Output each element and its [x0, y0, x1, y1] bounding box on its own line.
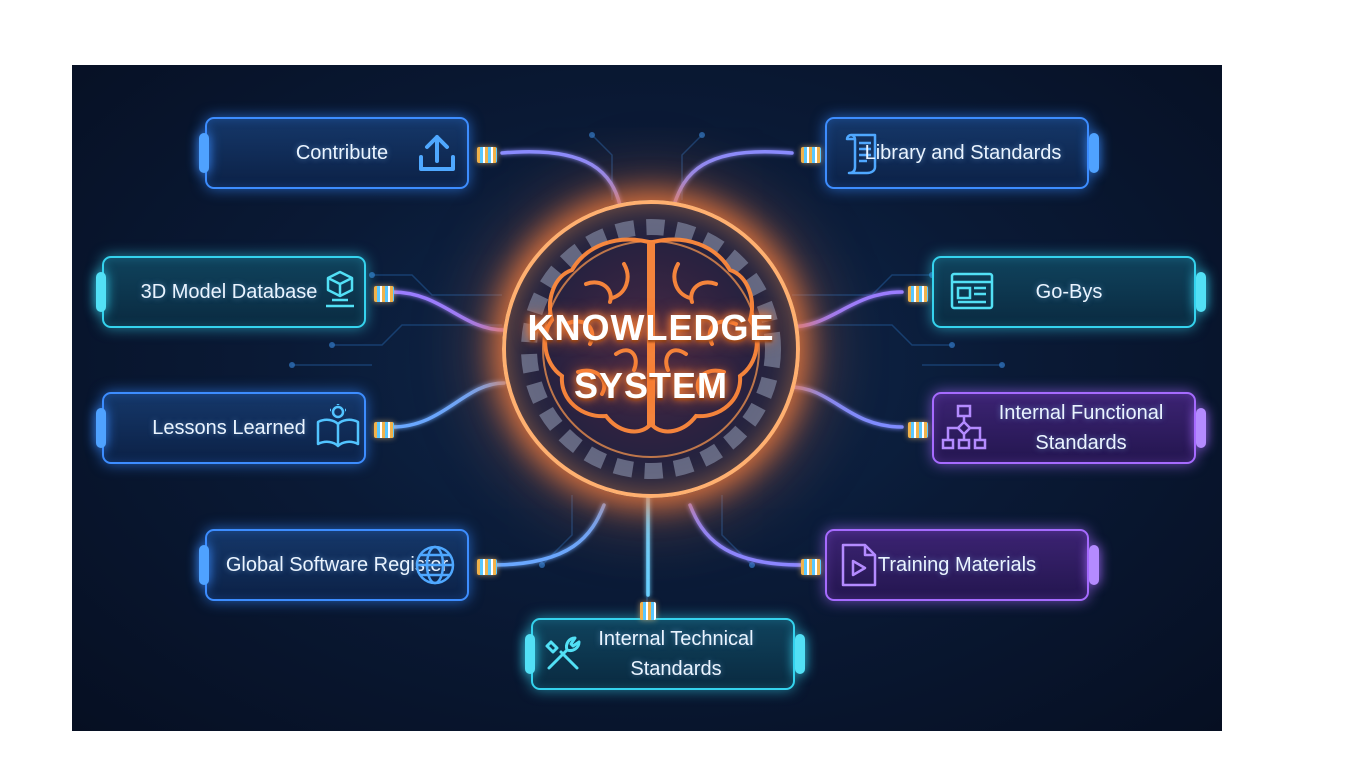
module-endcap — [199, 545, 209, 585]
cable-connector — [801, 147, 821, 163]
module-label: Internal Functional Standards — [970, 398, 1192, 458]
cube-hologram-icon — [316, 266, 364, 314]
connector-wires — [289, 132, 1005, 605]
cable-connector — [908, 286, 928, 302]
module-endcap — [96, 408, 106, 448]
hub-title-line2: SYSTEM — [573, 365, 729, 406]
module-endcap — [1196, 408, 1206, 448]
globe-icon — [411, 541, 459, 589]
module-endcap — [795, 634, 805, 674]
module-global-software-register[interactable]: Global Software Register — [199, 529, 497, 601]
module-label: Lessons Learned — [152, 417, 306, 439]
open-book-lightbulb-icon — [314, 402, 362, 450]
module-go-bys[interactable]: Go-Bys — [908, 256, 1206, 328]
flowchart-icon — [940, 404, 988, 452]
module-endcap — [1089, 133, 1099, 173]
module-label: Contribute — [295, 142, 389, 164]
cable-connector — [801, 559, 821, 575]
module-label: Go-Bys — [1035, 281, 1103, 303]
module-endcap — [525, 634, 535, 674]
module-library-and-standards[interactable]: Library and Standards — [801, 117, 1099, 189]
module-label: 3D Model Database — [140, 281, 318, 303]
module-endcap — [1089, 545, 1099, 585]
module-label-line2: Standards — [630, 658, 722, 680]
module-label: Library and Standards — [864, 142, 1062, 164]
cable-connector — [477, 559, 497, 575]
upload-icon — [413, 129, 461, 177]
cable-connector — [477, 147, 497, 163]
diagram-panel: KNOWLEDGE SYSTEM Contribute 3D Model Dat… — [72, 65, 1222, 731]
module-label-line2: Standards — [1035, 432, 1127, 454]
module-label-line1: Internal Functional — [998, 402, 1164, 424]
brain-gear-icon — [521, 219, 781, 479]
knowledge-system-hub: KNOWLEDGE SYSTEM — [502, 200, 800, 498]
cable-connector — [908, 422, 928, 438]
module-training-materials[interactable]: Training Materials — [801, 529, 1099, 601]
module-label: Global Software Register — [225, 554, 449, 576]
hub-title: KNOWLEDGE SYSTEM — [506, 299, 796, 415]
module-endcap — [199, 133, 209, 173]
module-internal-technical-standards[interactable]: Internal Technical Standards — [525, 602, 805, 690]
module-label: Training Materials — [877, 554, 1037, 576]
cable-connector — [640, 602, 656, 620]
video-file-icon — [835, 541, 883, 589]
hub-title-line1: KNOWLEDGE — [527, 307, 775, 348]
cable-connector — [374, 286, 394, 302]
wrench-screwdriver-icon — [539, 630, 587, 678]
module-contribute[interactable]: Contribute — [199, 117, 497, 189]
module-endcap — [1196, 272, 1206, 312]
browser-window-icon — [948, 268, 996, 316]
module-internal-functional-standards[interactable]: Internal Functional Standards — [908, 392, 1206, 464]
module-endcap — [96, 272, 106, 312]
module-label: Internal Technical Standards — [571, 624, 781, 684]
scroll-icon — [839, 129, 887, 177]
cable-connector — [374, 422, 394, 438]
module-3d-model-database[interactable]: 3D Model Database — [96, 256, 394, 328]
module-lessons-learned[interactable]: Lessons Learned — [96, 392, 394, 464]
module-label-line1: Internal Technical — [598, 628, 754, 650]
